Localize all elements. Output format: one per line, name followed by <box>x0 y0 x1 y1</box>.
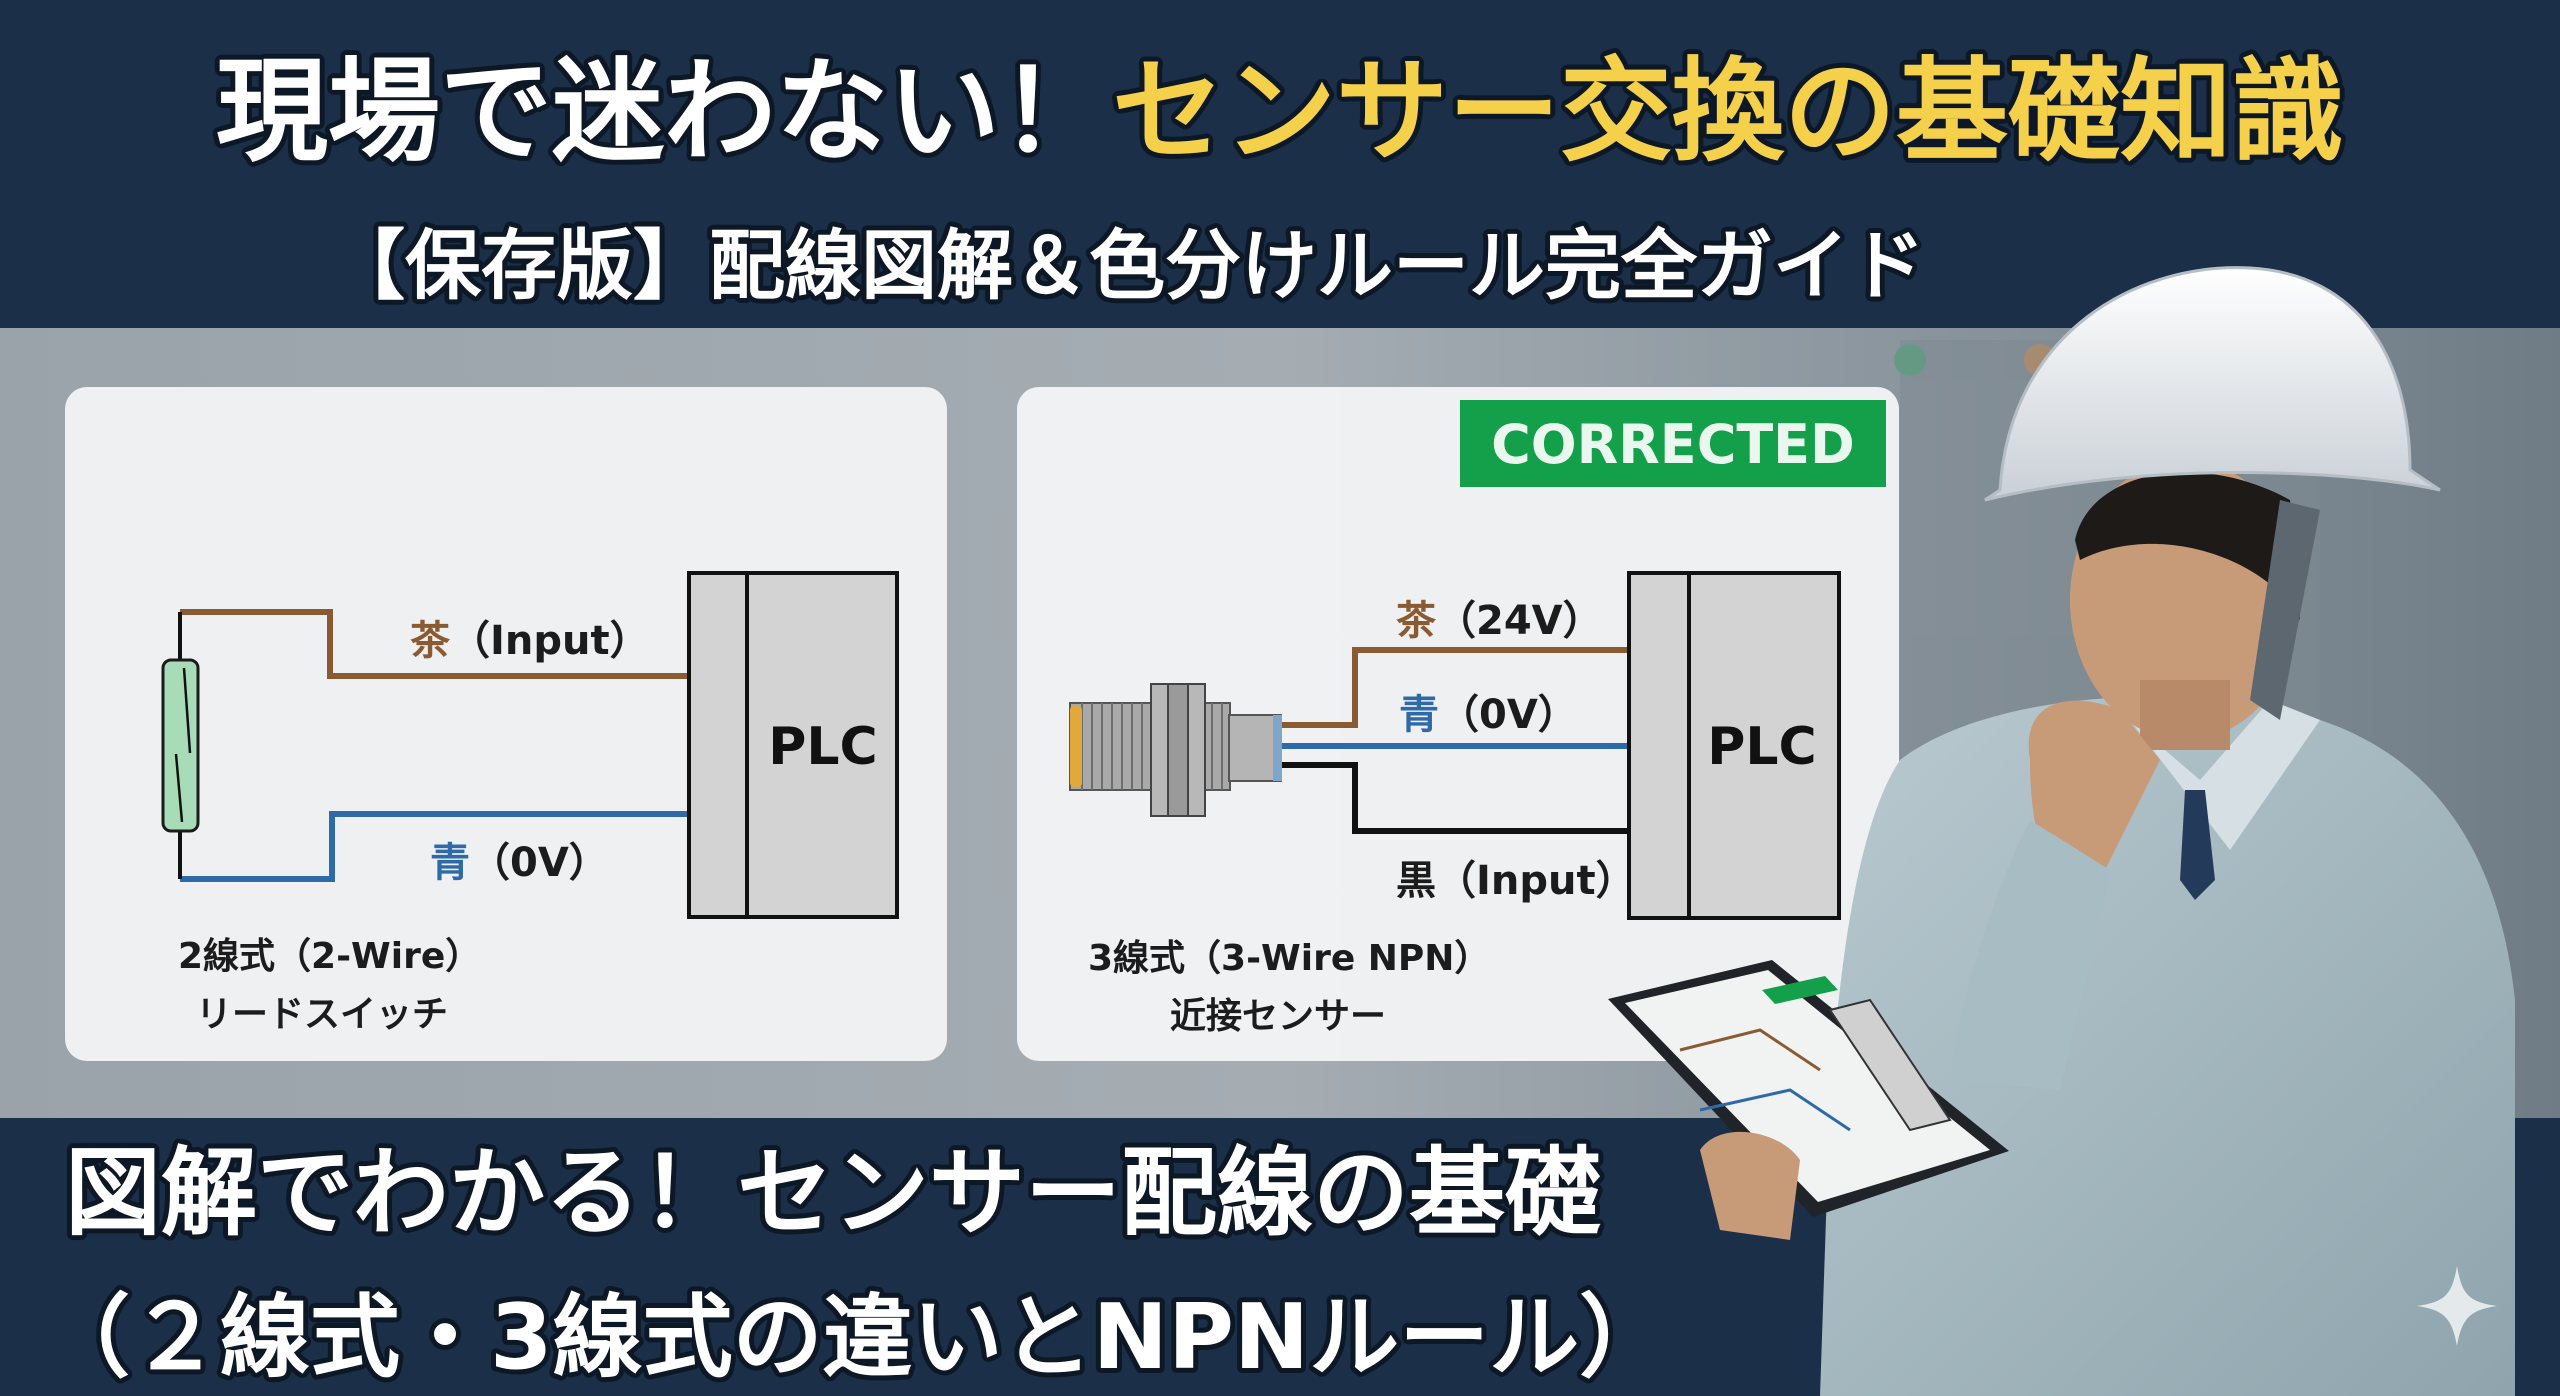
diagram-3wire-card: CORRECTED PLC 茶（24V） 青（0V） 黒（I <box>1017 387 1899 1061</box>
corrected-badge <box>1460 400 1886 487</box>
title-yellow: センサー交換の基礎知識 <box>1112 47 2344 177</box>
tablet-badge <box>1762 976 1838 1004</box>
plc-label: PLC <box>1707 717 1816 777</box>
caption-3wire-name: 近接センサー <box>1170 996 1386 1037</box>
caption-2wire-name: リードスイッチ <box>196 994 448 1035</box>
black-wire <box>1282 762 1629 834</box>
subtitle: 【保存版】配線図解＆色分けルール完全ガイド <box>329 221 1925 310</box>
tablet <box>1608 960 2009 1217</box>
tie <box>2180 790 2215 900</box>
plc-label: PLC <box>768 717 877 777</box>
proximity-sensor-icon <box>1069 683 1282 817</box>
header-band <box>0 0 2560 328</box>
page-title: 現場で迷わない！センサー交換の基礎知識 <box>216 47 2344 177</box>
blue-wire <box>180 811 689 882</box>
footer-headline: 図解でわかる！センサー配線の基礎 <box>65 1137 1601 1249</box>
caption-2wire-type: 2線式（2-Wire） <box>178 936 481 977</box>
footer-subheadline: （２線式・3線式の違いとNPNルール） <box>40 1285 1669 1390</box>
hard-hat <box>1984 266 2441 502</box>
brown-wire <box>180 609 689 679</box>
neck <box>2140 680 2230 750</box>
plc-block: PLC <box>687 571 899 919</box>
diagram-2wire-card: PLC 茶（Input） 青（0V） 2線式（2-Wire） リードスイッチ <box>65 387 947 1061</box>
blue-wire-label: 青（0V） <box>1399 692 1578 738</box>
reed-switch-icon <box>161 658 200 833</box>
worker-illustration <box>1608 266 2515 1396</box>
corrected-badge-text: CORRECTED <box>1491 413 1855 476</box>
tablet-hand <box>1700 1131 1800 1240</box>
arm <box>1950 820 2110 1090</box>
caption-3wire-type: 3線式（3-Wire NPN） <box>1088 938 1490 979</box>
brown-wire <box>1282 647 1629 728</box>
plc-block: PLC <box>1627 571 1841 920</box>
hand <box>2028 700 2160 885</box>
sparkle-watermark-icon <box>2417 1266 2497 1346</box>
title-white: 現場で迷わない！ <box>216 47 1112 177</box>
collar <box>2130 700 2320 850</box>
brown-wire-label: 茶（Input） <box>410 618 650 664</box>
hair <box>2075 472 2300 620</box>
black-wire-label: 黒（Input） <box>1396 858 1636 904</box>
chin-strap <box>2250 500 2320 720</box>
jacket <box>1820 696 2515 1396</box>
blue-wire-label: 青（0V） <box>430 840 609 886</box>
brown-wire-label: 茶（24V） <box>1396 598 1603 644</box>
